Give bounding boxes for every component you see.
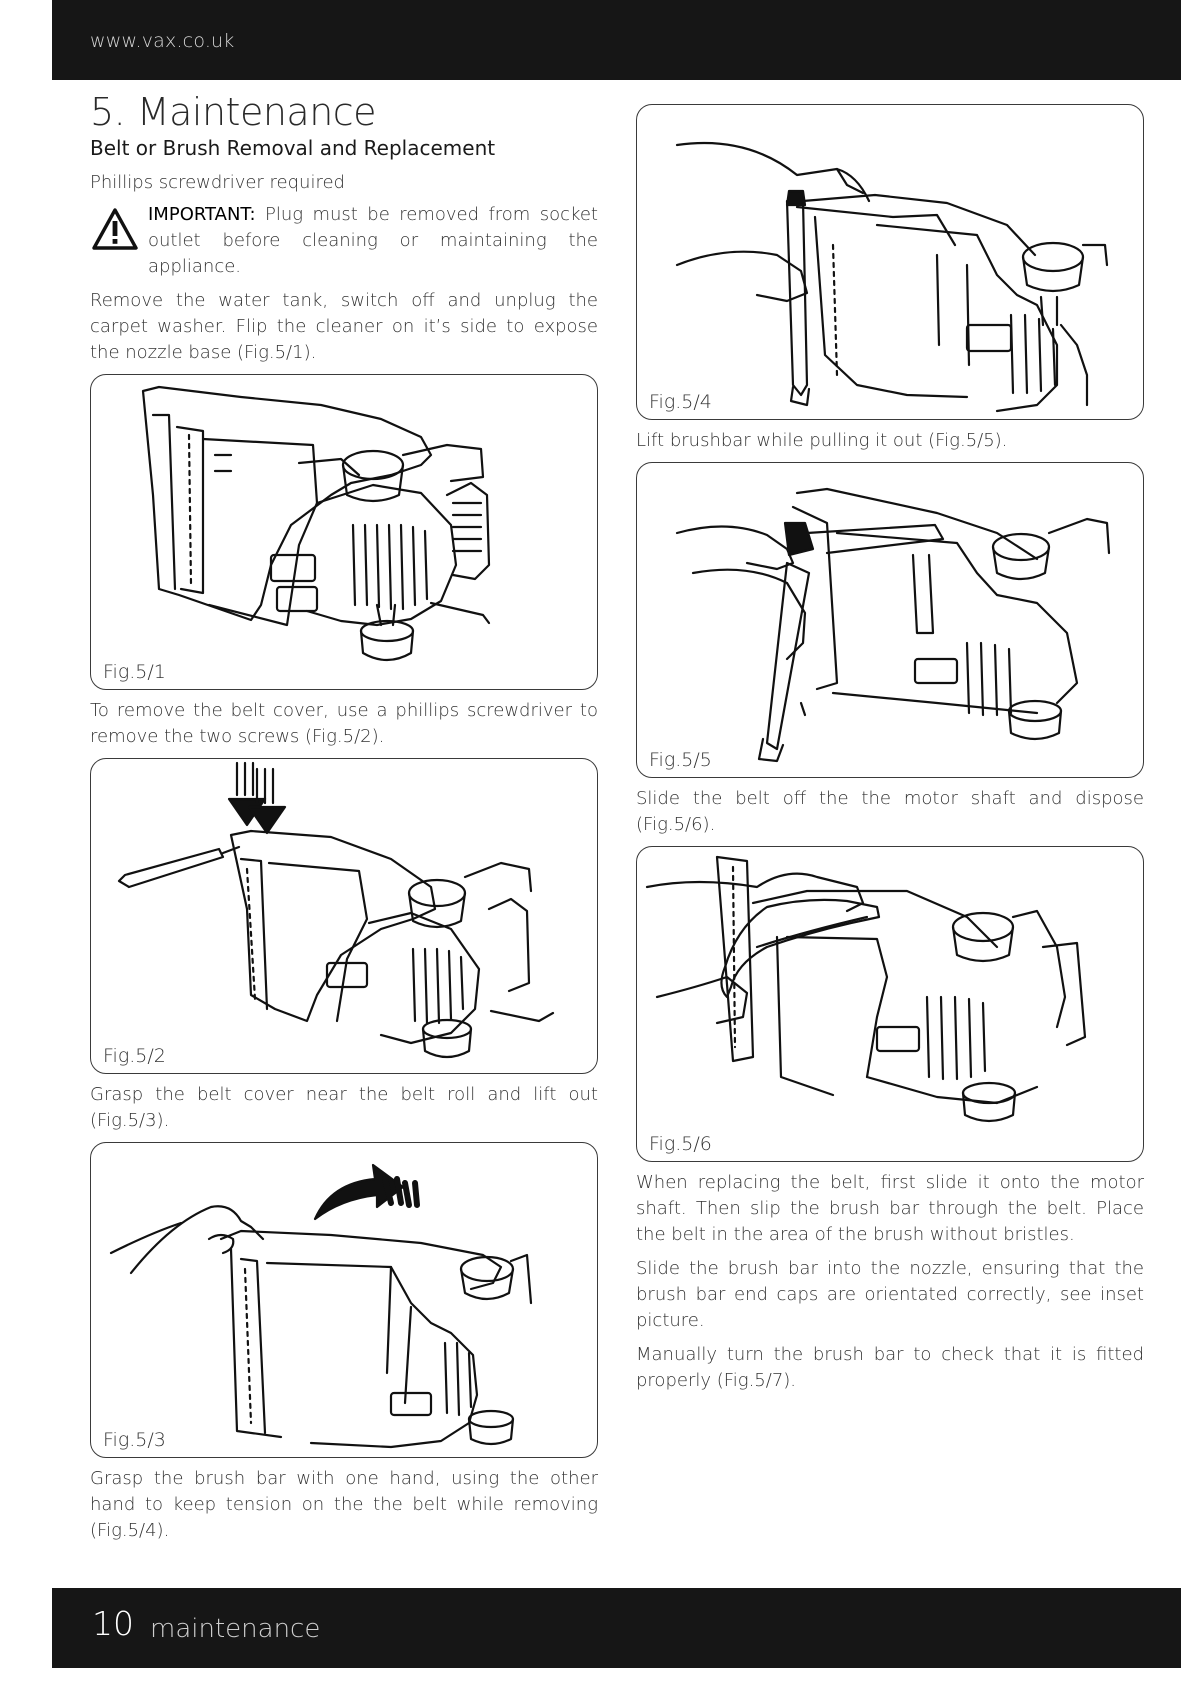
- warning-text: Plug must be removed from socket outlet …: [148, 204, 598, 277]
- warning-lead: IMPORTANT:: [148, 204, 256, 225]
- screw-removal-illustration: [117, 761, 555, 1059]
- instruction-paragraph-4: Grasp the brush bar with one hand, using…: [90, 1468, 598, 1541]
- section-subtitle: Belt or Brush Removal and Replacement: [90, 136, 496, 160]
- instruction-paragraph-9: Manually turn the brush bar to check tha…: [636, 1344, 1144, 1391]
- instruction-paragraph-6: Slide the belt off the the motor shaft a…: [636, 788, 1144, 835]
- figure-caption: Fig.5/3: [103, 1429, 166, 1451]
- right-column: Fig.5/4 Lift brushbar while pulling it o…: [636, 104, 1144, 1402]
- figure-caption: Fig.5/5: [649, 749, 712, 771]
- header-bar: www.vax.co.uk: [52, 0, 1181, 80]
- footer-bar: 10 maintenance: [52, 1588, 1181, 1668]
- instruction-paragraph-8: Slide the brush bar into the nozzle, ens…: [636, 1258, 1144, 1331]
- instruction-paragraph-5: Lift brushbar while pulling it out (Fig.…: [636, 430, 1008, 451]
- brush-bar-lift-illustration: [675, 487, 1111, 763]
- brush-bar-grasp-illustration: [675, 141, 1109, 413]
- footer-section-label: maintenance: [150, 1614, 321, 1644]
- figure-caption: Fig.5/6: [649, 1133, 712, 1155]
- figure-5-6: Fig.5/6: [636, 846, 1144, 1162]
- instruction-paragraph-1: Remove the water tank, switch off and un…: [90, 290, 598, 363]
- cleaner-underside-illustration: [141, 385, 491, 662]
- figure-5-1: Fig.5/1: [90, 374, 598, 690]
- warning-triangle-icon: [92, 208, 138, 250]
- page-title: 5. Maintenance: [90, 90, 377, 134]
- figure-5-3: Fig.5/3: [90, 1142, 598, 1458]
- instruction-paragraph-7: When replacing the belt, first slide it …: [636, 1172, 1144, 1245]
- figure-5-2: Fig.5/2: [90, 758, 598, 1074]
- figure-5-4: Fig.5/4: [636, 104, 1144, 420]
- belt-cover-lift-illustration: [109, 1163, 533, 1449]
- instruction-paragraph-2: To remove the belt cover, use a phillips…: [90, 700, 598, 747]
- figure-caption: Fig.5/4: [649, 391, 712, 413]
- belt-removal-illustration: [645, 855, 1087, 1123]
- tool-note: Phillips screwdriver required: [90, 172, 345, 193]
- website-url[interactable]: www.vax.co.uk: [90, 30, 235, 52]
- figure-caption: Fig.5/2: [103, 1045, 166, 1067]
- instruction-paragraph-3: Grasp the belt cover near the belt roll …: [90, 1084, 598, 1131]
- figure-caption: Fig.5/1: [103, 661, 166, 683]
- figure-5-5: Fig.5/5: [636, 462, 1144, 778]
- important-warning: IMPORTANT: Plug must be removed from soc…: [90, 202, 598, 280]
- left-column: 5. Maintenance Belt or Brush Removal and…: [90, 90, 598, 1552]
- page-number: 10: [92, 1604, 134, 1643]
